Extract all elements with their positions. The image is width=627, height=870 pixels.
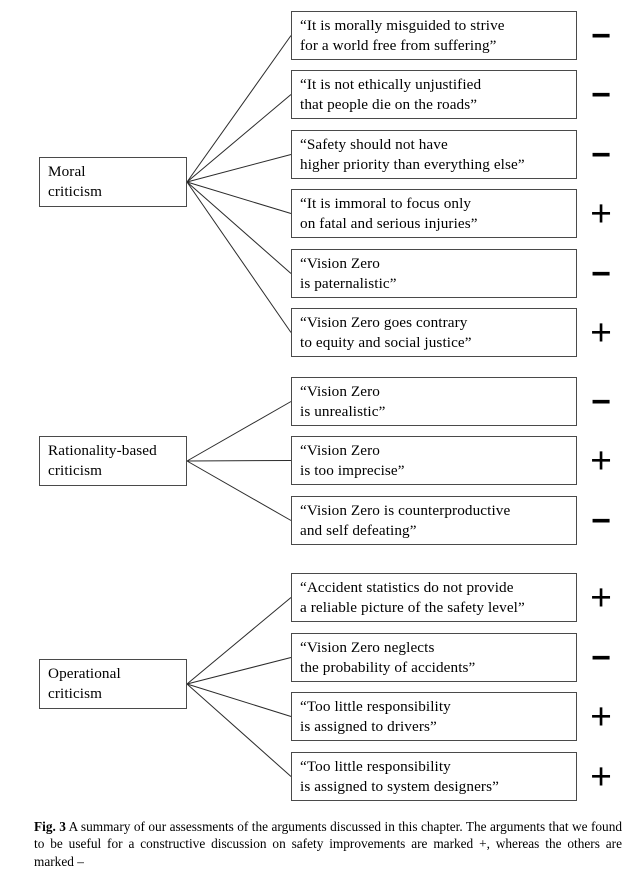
assessment-mark-plus: +	[590, 755, 612, 797]
assessment-mark-plus: +	[590, 192, 612, 234]
category-label-line1: Moral	[48, 163, 86, 180]
assessment-mark-minus: −	[591, 16, 611, 55]
assessment-mark-minus: −	[591, 75, 611, 114]
argument-text-line1: “It is not ethically unjustified	[300, 76, 482, 93]
argument-text-line1: “Vision Zero	[300, 255, 380, 272]
argument-box[interactable]: “Safety should not have higher priority t…	[291, 130, 577, 179]
argument-text-line1: “Vision Zero goes contrary	[300, 314, 468, 331]
assessment-mark-minus: −	[591, 135, 611, 174]
argument-box[interactable]: “Accident statistics do not provide a rel…	[291, 573, 577, 622]
argument-text-line1: “Too little responsibility	[300, 698, 451, 715]
argument-text-line1: “Vision Zero is counterproductive	[300, 502, 511, 519]
argument-text-line1: “Too little responsibility	[300, 758, 451, 775]
connector-line	[186, 35, 292, 183]
argument-text-line2: is unrealistic”	[300, 403, 386, 420]
connector-line	[186, 401, 292, 462]
argument-box[interactable]: “Too little responsibility is assigned to…	[291, 692, 577, 741]
connector-line	[186, 460, 292, 462]
argument-text-line1: “Vision Zero neglects	[300, 639, 435, 656]
category-box-moral[interactable]: Moral criticism	[39, 157, 187, 207]
connector-line	[186, 154, 292, 183]
argument-box[interactable]: “Vision Zero is counterproductive and sel…	[291, 496, 577, 545]
category-label-line1: Operational	[48, 665, 121, 682]
argument-text-line1: “It is morally misguided to strive	[300, 17, 505, 34]
argument-box[interactable]: “Vision Zero goes contrary to equity and …	[291, 308, 577, 357]
category-label-line2: criticism	[48, 462, 103, 479]
argument-text-line2: that people die on the roads”	[300, 96, 478, 113]
argument-text-line1: “Safety should not have	[300, 136, 448, 153]
connector-line	[186, 181, 292, 214]
connector-line	[186, 683, 292, 717]
connector-line	[186, 181, 292, 333]
assessment-mark-plus: +	[590, 311, 612, 353]
assessment-mark-minus: −	[591, 501, 611, 540]
figure-label: Fig. 3	[34, 819, 66, 834]
connector-line	[186, 657, 292, 685]
argument-text-line2: the probability of accidents”	[300, 659, 476, 676]
category-label-line1: Rationality-based	[48, 442, 157, 459]
argument-box[interactable]: “It is morally misguided to strive for a …	[291, 11, 577, 60]
argument-box[interactable]: “Vision Zero is paternalistic”	[291, 249, 577, 298]
assessment-mark-minus: −	[591, 382, 611, 421]
argument-text-line1: “Accident statistics do not provide	[300, 579, 514, 596]
category-box-operational[interactable]: Operational criticism	[39, 659, 187, 709]
connector-line	[186, 94, 292, 183]
category-box-rationality[interactable]: Rationality-based criticism	[39, 436, 187, 486]
argument-text-line1: “Vision Zero	[300, 442, 380, 459]
argument-box[interactable]: “Vision Zero is unrealistic”	[291, 377, 577, 426]
connector-line	[186, 181, 292, 274]
argument-text-line1: “Vision Zero	[300, 383, 380, 400]
category-label-line2: criticism	[48, 685, 103, 702]
argument-text-line2: on fatal and serious injuries”	[300, 215, 478, 232]
connector-line	[186, 597, 292, 685]
argument-box[interactable]: “Too little responsibility is assigned to…	[291, 752, 577, 801]
argument-text-line2: is assigned to system designers”	[300, 778, 499, 795]
argument-text-line1: “It is immoral to focus only	[300, 195, 472, 212]
connector-line	[186, 460, 292, 521]
argument-text-line2: higher priority than everything else”	[300, 156, 525, 173]
argument-box[interactable]: “It is not ethically unjustified that peo…	[291, 70, 577, 119]
figure-caption: Fig. 3 A summary of our assessments of t…	[34, 818, 622, 870]
argument-text-line2: a reliable picture of the safety level”	[300, 599, 525, 616]
argument-text-line2: is too imprecise”	[300, 462, 405, 479]
category-label-line2: criticism	[48, 183, 103, 200]
assessment-mark-plus: +	[590, 439, 612, 481]
argument-box[interactable]: “Vision Zero neglects the probability of …	[291, 633, 577, 682]
connector-line	[186, 683, 292, 777]
assessment-mark-minus: −	[591, 254, 611, 293]
argument-text-line2: is assigned to drivers”	[300, 718, 437, 735]
argument-text-line2: for a world free from suffering”	[300, 37, 497, 54]
argument-text-line2: is paternalistic”	[300, 275, 397, 292]
figure-caption-text: A summary of our assessments of the argu…	[34, 819, 622, 869]
argument-box[interactable]: “Vision Zero is too imprecise”	[291, 436, 577, 485]
argument-text-line2: and self defeating”	[300, 522, 417, 539]
assessment-mark-plus: +	[590, 695, 612, 737]
argument-text-line2: to equity and social justice”	[300, 334, 472, 351]
assessment-mark-plus: +	[590, 576, 612, 618]
assessment-mark-minus: −	[591, 638, 611, 677]
argument-box[interactable]: “It is immoral to focus only on fatal and…	[291, 189, 577, 238]
